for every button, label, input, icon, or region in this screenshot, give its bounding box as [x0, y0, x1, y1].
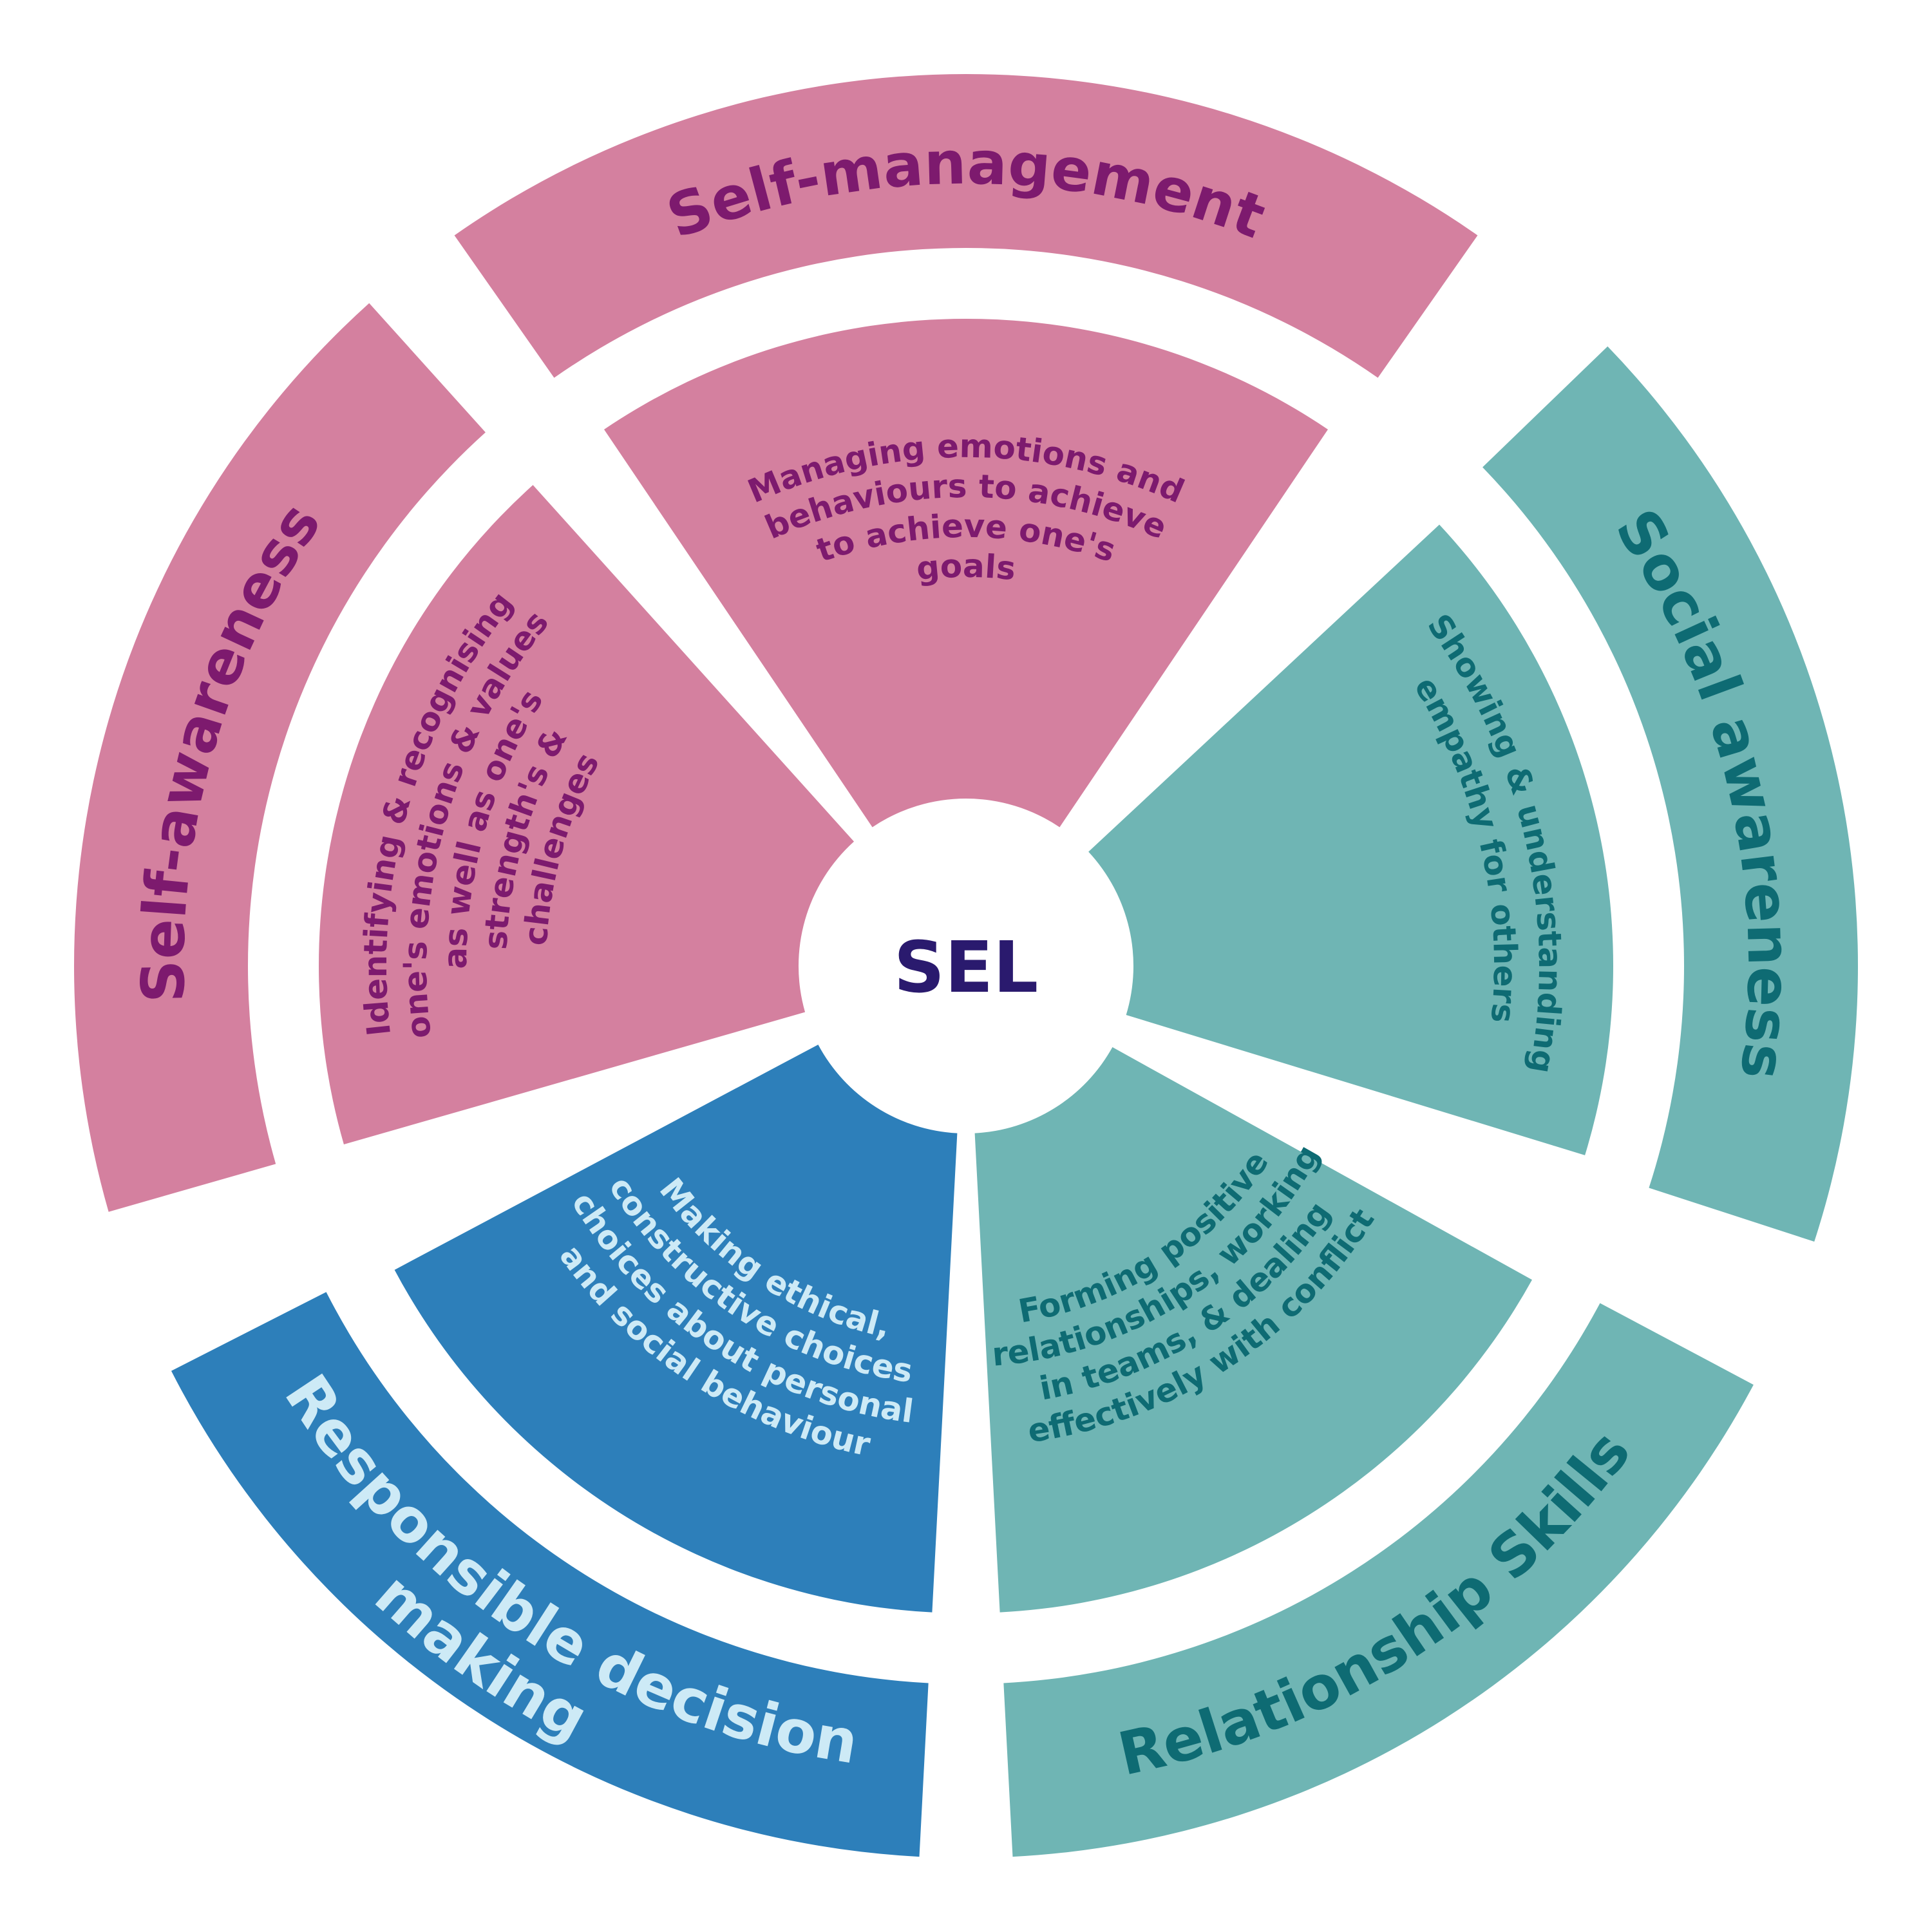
inner-segment-self-awareness	[319, 485, 855, 1145]
inner-segment-relationship-skills	[974, 1047, 1532, 1613]
description-line-self-management: goals	[914, 547, 1017, 588]
inner-segment-social-awareness	[1088, 524, 1613, 1155]
center-label: SEL	[894, 926, 1038, 1009]
outer-segment-social-awareness	[1482, 346, 1859, 1242]
outer-segment-responsible-decision-making	[171, 1292, 929, 1857]
inner-segment-self-management	[604, 318, 1328, 828]
center-hub	[802, 802, 1130, 1130]
inner-segment-responsible-decision-making	[394, 1045, 958, 1613]
outer-segment-self-management	[454, 74, 1478, 378]
outer-segment-relationship-skills	[1003, 1303, 1754, 1857]
outer-segment-self-awareness	[74, 303, 486, 1212]
